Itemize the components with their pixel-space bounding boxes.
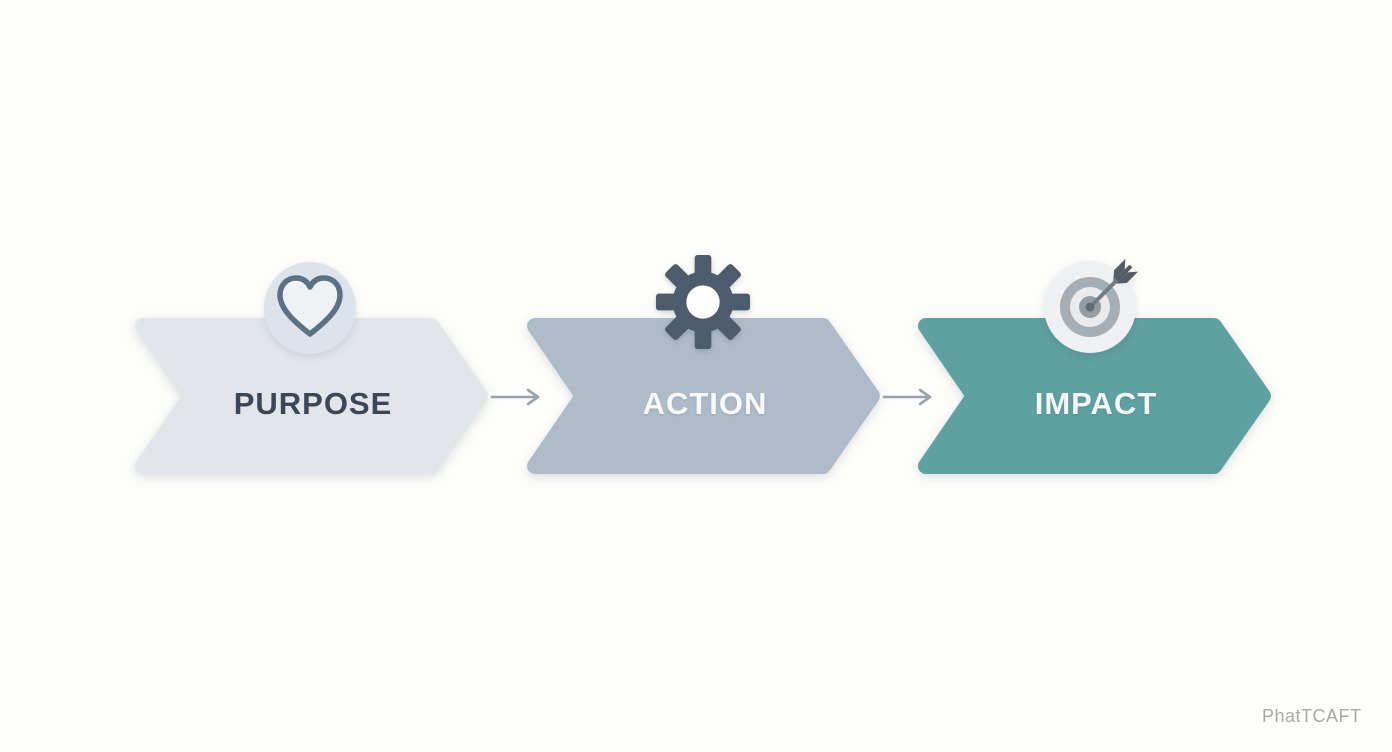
action-chevron-shape	[527, 318, 880, 474]
arrow-right-icon	[490, 388, 540, 406]
arrow-right-path	[490, 388, 540, 406]
target-icon	[1044, 258, 1139, 353]
arrow-right-icon	[882, 388, 932, 406]
heart-icon	[264, 262, 356, 354]
action-chevron-polygon	[527, 318, 880, 474]
impact-chevron-polygon	[918, 318, 1271, 474]
watermark-text: PhatTCAFT	[1262, 706, 1362, 726]
heart-icon-outline	[277, 275, 343, 337]
arrow-right-path	[882, 388, 932, 406]
impact-chevron-shape	[918, 318, 1271, 474]
purpose-label: PURPOSE	[233, 386, 393, 421]
gear-icon-hole	[686, 285, 720, 319]
gear-icon	[655, 254, 751, 350]
dart-tip	[1085, 302, 1095, 312]
purpose-chevron-polygon	[135, 318, 488, 474]
purpose-chevron-shape	[135, 318, 488, 474]
dart-fletching	[1113, 258, 1139, 284]
impact-label: IMPACT	[1034, 386, 1158, 421]
dart-icon	[1089, 258, 1139, 308]
action-label: ACTION	[642, 386, 768, 421]
